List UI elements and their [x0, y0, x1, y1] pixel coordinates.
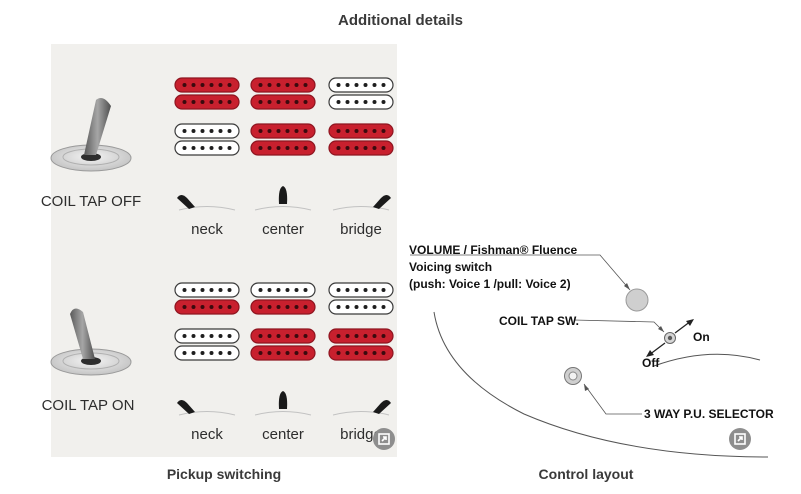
humbucker-pickup: [250, 77, 316, 110]
volume-leader: [410, 254, 631, 291]
humbucker-pickup: [250, 282, 316, 315]
expand-control-button[interactable]: [729, 428, 751, 450]
humbucker-pickup: [250, 328, 316, 361]
coil-tap-off-label: COIL TAP OFF: [41, 193, 141, 210]
coil-tap-on-label: On: [693, 330, 710, 344]
selector-position-icon: [332, 400, 391, 416]
control-layout-caption: Control layout: [538, 466, 634, 482]
humbucker-pickup: [174, 282, 240, 315]
humbucker-pickup: [174, 77, 240, 110]
page-title: Additional details: [337, 12, 463, 29]
selector-position-icon: [177, 400, 236, 416]
humbucker-pickup: [250, 123, 316, 156]
humbucker-pickup: [328, 282, 394, 315]
selector-position-icon: [177, 195, 236, 211]
expand-icon: [378, 433, 390, 445]
guitar-body-outline: [433, 311, 769, 458]
coil-tap-off-label: Off: [642, 356, 660, 370]
volume-label-line-1: VOLUME / Fishman® Fluence: [409, 243, 578, 257]
expand-pickup-button[interactable]: [373, 428, 395, 450]
pickup-switching-panel: COIL TAP OFF COIL TAP ON neck center bridg…: [41, 44, 397, 457]
pickup-switching-caption: Pickup switching: [166, 466, 282, 482]
humbucker-pickup: [174, 328, 240, 361]
volume-knob: [625, 288, 649, 312]
volume-label-line-3: (push: Voice 1 /pull: Voice 2): [409, 277, 571, 291]
coil-tap-on-label: COIL TAP ON: [42, 397, 135, 414]
selector-position-icon: [332, 195, 391, 211]
toggle-switch-icon: [50, 98, 132, 172]
volume-label-line-2: Voicing switch: [409, 260, 492, 274]
selector-position-icon: [254, 186, 312, 211]
toggle-switch-icon: [50, 308, 132, 376]
position-label-bridge: bridge: [340, 221, 382, 238]
selector-leader: [583, 383, 642, 415]
guitar-body-outline: [653, 353, 761, 367]
selector-position-icon: [254, 391, 312, 416]
coil-tap-leader: [573, 319, 665, 333]
humbucker-pickup: [328, 123, 394, 156]
humbucker-pickup: [328, 77, 394, 110]
control-layout-diagram: VOLUME / Fishman® Fluence Voicing switch…: [409, 243, 774, 458]
pickup-switching-diagram: COIL TAP OFF COIL TAP ON neck center bridg…: [41, 77, 394, 443]
position-label-neck: neck: [191, 426, 223, 443]
position-label-neck: neck: [191, 221, 223, 238]
position-label-center: center: [262, 426, 304, 443]
coil-tap-label: COIL TAP SW.: [499, 314, 579, 328]
position-label-center: center: [262, 221, 304, 238]
expand-icon: [734, 433, 746, 445]
humbucker-pickup: [328, 328, 394, 361]
control-layout-panel: VOLUME / Fishman® Fluence Voicing switch…: [404, 44, 774, 458]
position-label-bridge: bridge: [340, 426, 382, 443]
humbucker-pickup: [174, 123, 240, 156]
selector-label: 3 WAY P.U. SELECTOR: [644, 407, 774, 421]
